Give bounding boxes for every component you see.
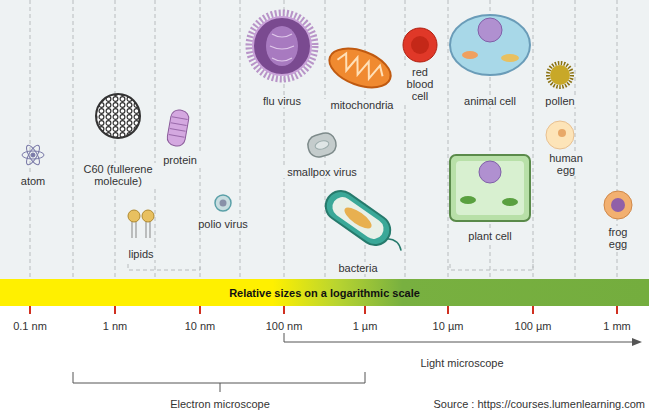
cell-label: frog egg	[600, 226, 636, 250]
range-label: Electron microscope	[160, 398, 280, 410]
grid-line	[73, 0, 74, 278]
scale-tick	[199, 306, 201, 314]
virus-label: polio virus	[191, 218, 255, 230]
frog-egg-icon	[604, 191, 632, 219]
grid-line	[575, 0, 576, 278]
band-title: Relative sizes on a logarithmic scale	[229, 287, 420, 299]
scale-tick	[29, 306, 31, 314]
cell-label: pollen	[539, 95, 581, 107]
scale-label: 1 nm	[95, 320, 135, 332]
virus-label: flu virus	[255, 95, 309, 107]
cell-label: red blood cell	[400, 66, 440, 102]
molecule-label: lipids	[123, 248, 159, 260]
scale-label: 10 nm	[178, 320, 222, 332]
virus-label: smallpox virus	[280, 166, 364, 178]
group-brackets	[128, 264, 533, 270]
molecule-label: C60 (fullerene molecule)	[79, 163, 157, 187]
scale-tick	[447, 306, 449, 314]
scale-ticks	[30, 306, 617, 314]
scale-tick	[283, 306, 285, 314]
scale-tick	[616, 306, 618, 314]
molecule-label: protein	[158, 154, 202, 166]
protein-icon	[166, 109, 190, 148]
grid-line	[30, 0, 31, 278]
ground	[0, 0, 649, 279]
cell-label: human egg	[546, 152, 586, 176]
atom-label: atom	[16, 175, 50, 187]
grid-line	[448, 0, 449, 278]
lipids-icon	[128, 210, 154, 238]
electron-microscope-range	[73, 372, 365, 392]
range-label: Light microscope	[412, 357, 512, 369]
atom-icon	[22, 143, 44, 166]
grid-line	[155, 0, 156, 278]
grid-line	[115, 0, 116, 278]
scale-label: 100 nm	[259, 320, 309, 332]
source-caption: Source : https://courses.lumenlearning.c…	[432, 398, 646, 410]
grid-line	[240, 0, 241, 278]
scale-label: 0.1 nm	[8, 320, 52, 332]
animal-cell-icon	[450, 15, 530, 75]
scale-label: 100 µm	[508, 320, 558, 332]
pollen-icon	[548, 63, 572, 87]
scale-label: 1 mm	[597, 320, 637, 332]
scale-label: 1 µm	[345, 320, 385, 332]
smallpox-virus-icon	[306, 131, 339, 159]
scale-tick	[364, 306, 366, 314]
grid-line	[533, 0, 534, 278]
cell-label: plant cell	[460, 230, 520, 242]
flu-virus-icon	[249, 13, 315, 79]
grid-lines	[30, 0, 617, 278]
scale-label: 10 µm	[426, 320, 470, 332]
cell-label: bacteria	[332, 262, 384, 274]
fullerene-icon	[96, 94, 140, 138]
scale-band: Relative sizes on a logarithmic scale	[0, 279, 649, 306]
organelle-label: mitochondria	[324, 99, 400, 111]
plant-cell-icon	[450, 155, 530, 221]
bacteria-icon	[320, 185, 411, 261]
mitochondria-icon	[324, 41, 396, 95]
scale-tick	[114, 306, 116, 314]
red-blood-cell-icon	[403, 28, 437, 62]
cell-label: animal cell	[457, 95, 523, 107]
human-egg-icon	[546, 121, 574, 149]
scale-tick	[532, 306, 534, 314]
grid-line	[200, 0, 201, 278]
polio-virus-icon	[215, 195, 231, 211]
light-microscope-range	[284, 333, 642, 346]
